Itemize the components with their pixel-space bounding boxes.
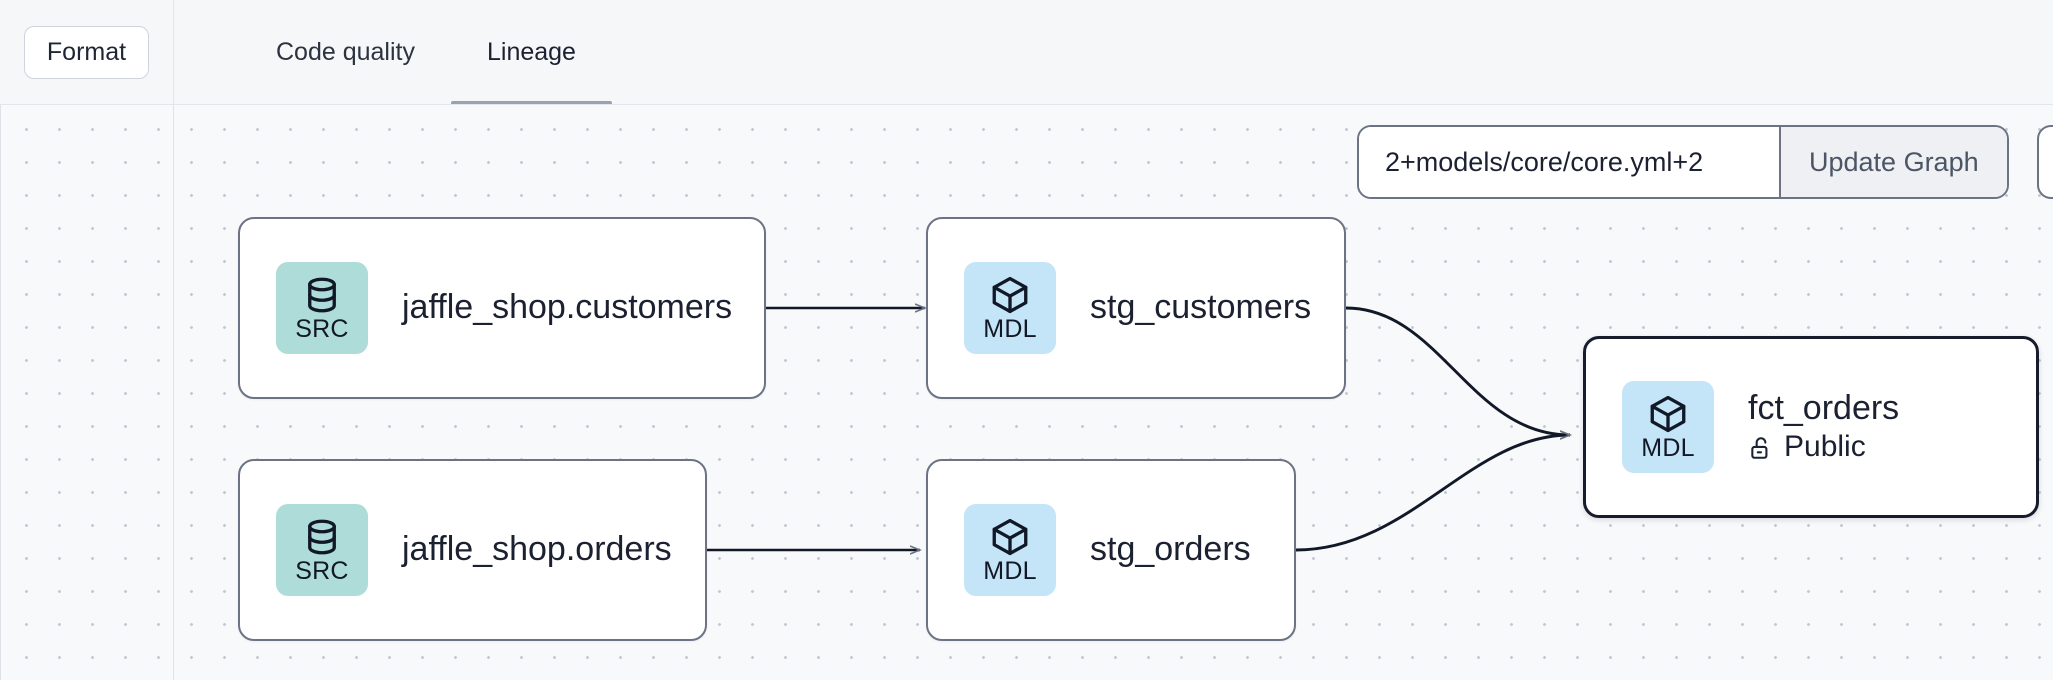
tab-lineage[interactable]: Lineage xyxy=(450,0,612,105)
node-badge-src: SRC xyxy=(276,262,368,354)
node-title: fct_orders xyxy=(1748,389,1900,428)
node-title: jaffle_shop.orders xyxy=(402,530,672,569)
node-visibility-label: Public xyxy=(1784,430,1866,464)
canvas-left-rail xyxy=(0,105,1,680)
node-text-group: stg_customers xyxy=(1090,288,1311,327)
lineage-node-stg-orders[interactable]: MDL stg_orders xyxy=(926,459,1296,641)
edge-stgcustomers-to-fct xyxy=(1345,306,1570,435)
node-text-group: stg_orders xyxy=(1090,530,1251,569)
format-button[interactable]: Format xyxy=(23,26,150,79)
node-visibility-row: Public xyxy=(1748,430,1899,465)
graph-side-control[interactable] xyxy=(2037,125,2053,199)
tab-code-quality-label: Code quality xyxy=(276,38,415,66)
lineage-edges xyxy=(707,105,2053,680)
node-badge-mdl: MDL xyxy=(1622,381,1714,473)
node-text-group: jaffle_shop.orders xyxy=(402,530,672,569)
node-badge-src: SRC xyxy=(276,504,368,596)
node-badge-label: SRC xyxy=(295,557,349,585)
node-badge-label: MDL xyxy=(983,315,1037,343)
node-title: jaffle_shop.customers xyxy=(402,288,733,327)
cube-icon xyxy=(992,276,1028,314)
cube-icon xyxy=(992,518,1028,556)
node-badge-label: MDL xyxy=(983,557,1037,585)
node-title: stg_orders xyxy=(1090,530,1251,569)
unlock-icon xyxy=(1751,436,1768,459)
edge-stgorders-to-fct xyxy=(1295,435,1570,552)
node-title: stg_customers xyxy=(1090,288,1312,327)
node-badge-label: MDL xyxy=(1641,434,1695,462)
node-badge-mdl: MDL xyxy=(964,262,1056,354)
node-text-group: fct_orders Public xyxy=(1748,389,1899,465)
tab-code-quality[interactable]: Code quality xyxy=(240,0,451,105)
database-icon xyxy=(308,519,336,555)
tab-bar: Code quality Lineage xyxy=(174,0,612,105)
toolbar: Format Code quality Lineage xyxy=(0,0,2053,105)
tab-lineage-label: Lineage xyxy=(486,38,576,66)
lineage-canvas[interactable]: SRC jaffle_shop.customers MDL stg_custom… xyxy=(0,105,2053,680)
graph-selector[interactable]: Update Graph xyxy=(1357,125,2009,199)
node-badge-label: SRC xyxy=(295,315,349,343)
lineage-node-jaffle-shop-orders[interactable]: SRC jaffle_shop.orders xyxy=(238,459,707,641)
lineage-node-jaffle-shop-customers[interactable]: SRC jaffle_shop.customers xyxy=(238,217,766,399)
update-graph-button[interactable]: Update Graph xyxy=(1779,127,2007,197)
cube-icon xyxy=(1650,395,1686,433)
toolbar-left-group: Format xyxy=(0,0,174,105)
canvas-gutter-rail xyxy=(173,105,174,680)
lineage-node-stg-customers[interactable]: MDL stg_customers xyxy=(926,217,1346,399)
database-icon xyxy=(308,277,336,313)
node-badge-mdl: MDL xyxy=(964,504,1056,596)
node-text-group: jaffle_shop.customers xyxy=(402,288,732,327)
graph-selector-input[interactable] xyxy=(1359,127,1779,197)
toolbar-bottom-divider xyxy=(0,104,2053,105)
lineage-node-fct-orders[interactable]: MDL fct_orders Public xyxy=(1583,336,2039,518)
